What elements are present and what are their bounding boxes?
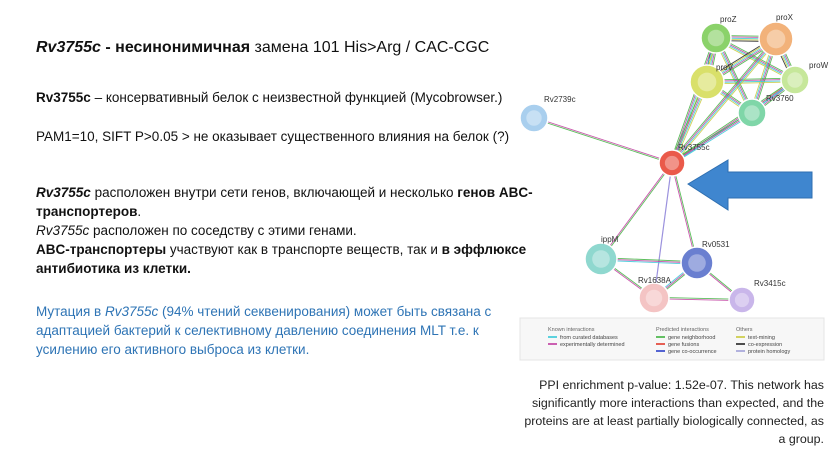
legend-item-predicted-2: gene co-occurrence	[668, 349, 717, 355]
legend-item-predicted-0: gene neighborhood	[668, 335, 715, 341]
edge-Rv3755c-Rv3760	[671, 112, 753, 164]
node-Rv3415c[interactable]: Rv3415c	[728, 279, 786, 314]
edge-Rv3755c-Rv3760	[672, 113, 753, 165]
node-structure-proZ	[707, 29, 725, 47]
node-label-proW: proW	[809, 61, 829, 70]
paragraph-pam-sift: PAM1=10, SIFT P>0.05 > не оказывает суще…	[36, 129, 510, 144]
node-label-proV: proV	[716, 63, 734, 72]
edge-Rv3755c-Rv3760	[671, 111, 752, 163]
paragraph-description: Rv3755c – консервативный белок с неизвес…	[36, 88, 502, 107]
node-structure-ippM	[592, 250, 610, 268]
node-circle-proX[interactable]	[758, 21, 794, 57]
edge-Rv3755c-Rv1638A	[653, 162, 673, 299]
node-label-Rv3755c: Rv3755c	[678, 143, 710, 152]
edge-Rv3755c-Rv0531	[670, 163, 697, 264]
legend-item-others-0: text-mining	[748, 335, 775, 341]
edge-Rv3755c-ippM	[601, 163, 673, 260]
slide-title: Rv3755c - несинонимичная замена 101 His>…	[36, 38, 489, 57]
pointer-arrow	[687, 159, 813, 211]
edge-Rv3755c-proZ	[669, 37, 715, 163]
node-structure-proV	[697, 72, 717, 92]
legend-others-title: Others	[736, 327, 753, 333]
p3-text1: расположен внутри сети генов, включающей…	[90, 185, 458, 200]
ppi-caption: PPI enrichment p-value: 1.52e-07. This n…	[524, 378, 824, 446]
node-label-Rv3415c: Rv3415c	[754, 279, 786, 288]
edge-Rv3755c-Rv2739c	[534, 116, 673, 163]
legend-item-predicted-1: gene fusions	[668, 342, 699, 348]
edge-Rv3755c-Rv2739c	[533, 118, 672, 165]
node-circle-Rv3760[interactable]	[737, 98, 767, 128]
node-proV[interactable]: proV	[689, 63, 734, 100]
legend-item-others-2: protein homology	[748, 349, 790, 355]
node-structure-Rv3760	[744, 105, 760, 121]
legend-item-known-1: experimentally determined	[560, 342, 625, 348]
node-label-Rv0531: Rv0531	[702, 240, 730, 249]
node-Rv2739c[interactable]: Rv2739c	[519, 95, 576, 133]
node-structure-Rv2739c	[526, 110, 542, 126]
node-label-Rv3760: Rv3760	[766, 94, 794, 103]
network-legend: Known interactions from curated databases…	[519, 317, 825, 361]
legend-known-title: Known interactions	[548, 327, 595, 333]
title-gene: Rv3755c	[36, 39, 101, 56]
node-circle-ippM[interactable]	[584, 242, 618, 276]
paragraph-mutation: Мутация в Rv3755c (94% чтений секвениров…	[36, 302, 536, 359]
legend-predicted-title: Predicted interactions	[656, 327, 709, 333]
p1-rest: – консервативный белок с неизвестной фун…	[90, 90, 503, 105]
node-circle-Rv3415c[interactable]	[728, 286, 756, 314]
node-ippM[interactable]: ippM	[584, 235, 619, 276]
node-circle-Rv0531[interactable]	[680, 246, 714, 280]
node-circle-Rv3755c[interactable]	[658, 149, 686, 177]
node-proX[interactable]: proX	[758, 13, 794, 57]
p4-text1: Мутация в	[36, 304, 105, 319]
paragraph-network: Rv3755c расположен внутри сети генов, вк…	[36, 183, 556, 278]
node-label-Rv1638A: Rv1638A	[638, 276, 672, 285]
edge-Rv3755c-Rv0531	[672, 162, 699, 263]
node-label-Rv2739c: Rv2739c	[544, 95, 576, 104]
legend-item-others-1: co-expression	[748, 342, 782, 348]
p3-bold3: в эффлюксе антибиотика из клетки.	[36, 242, 527, 276]
node-Rv0531[interactable]: Rv0531	[680, 240, 730, 280]
edge-Rv3755c-proX	[671, 38, 776, 163]
node-circle-proZ[interactable]	[700, 22, 732, 54]
node-circle-proV[interactable]	[689, 64, 725, 100]
node-circle-proW[interactable]	[780, 65, 810, 95]
title-rest: замена 101 His>Arg / CAC-CGC	[250, 39, 490, 56]
node-circle-Rv1638A[interactable]	[638, 282, 670, 314]
node-label-proX: proX	[776, 13, 794, 22]
node-structure-proW	[787, 72, 803, 88]
p3-text3: участвуют как в транспорте веществ, так …	[166, 242, 442, 257]
edge-Rv3755c-proX	[673, 39, 778, 165]
p3-bold2: ABC-транспортеры	[36, 242, 167, 257]
edge-Rv3755c-proX	[670, 37, 775, 163]
node-structure-Rv3415c	[734, 292, 750, 308]
node-structure-proX	[766, 29, 786, 49]
legend-item-known-0: from curated databases	[560, 335, 618, 341]
p3-text2: расположен по соседству с этими генами.	[89, 223, 357, 238]
p4-text2: (94% чтений секвенирования) может быть с…	[36, 304, 492, 357]
node-label-proZ: proZ	[720, 15, 737, 24]
node-structure-Rv1638A	[645, 289, 663, 307]
p1-gene: Rv3755c	[36, 90, 91, 105]
node-label-ippM: ippM	[601, 235, 619, 244]
node-circle-Rv2739c[interactable]	[519, 103, 549, 133]
edge-Rv3755c-proW	[671, 78, 795, 163]
node-structure-Rv0531	[688, 254, 706, 272]
title-bold: - несинонимичная	[100, 39, 251, 56]
edge-Rv3755c-ippM	[600, 162, 672, 259]
p3-gene: Rv3755c	[36, 185, 91, 200]
edge-Rv3755c-proX	[672, 39, 777, 164]
p3-gene2: Rv3755c	[36, 223, 90, 238]
p4-gene: Rv3755c	[104, 304, 159, 319]
node-structure-Rv3755c	[664, 155, 680, 171]
node-Rv1638A[interactable]: Rv1638A	[638, 276, 672, 314]
node-proW[interactable]: proW	[780, 61, 829, 95]
node-Rv3755c[interactable]: Rv3755c	[658, 143, 710, 177]
p3-bold1: генов ABC-транспортеров	[36, 185, 533, 219]
p3-dot1: .	[137, 204, 142, 219]
node-Rv3760[interactable]: Rv3760	[737, 94, 794, 128]
node-proZ[interactable]: proZ	[700, 15, 737, 54]
